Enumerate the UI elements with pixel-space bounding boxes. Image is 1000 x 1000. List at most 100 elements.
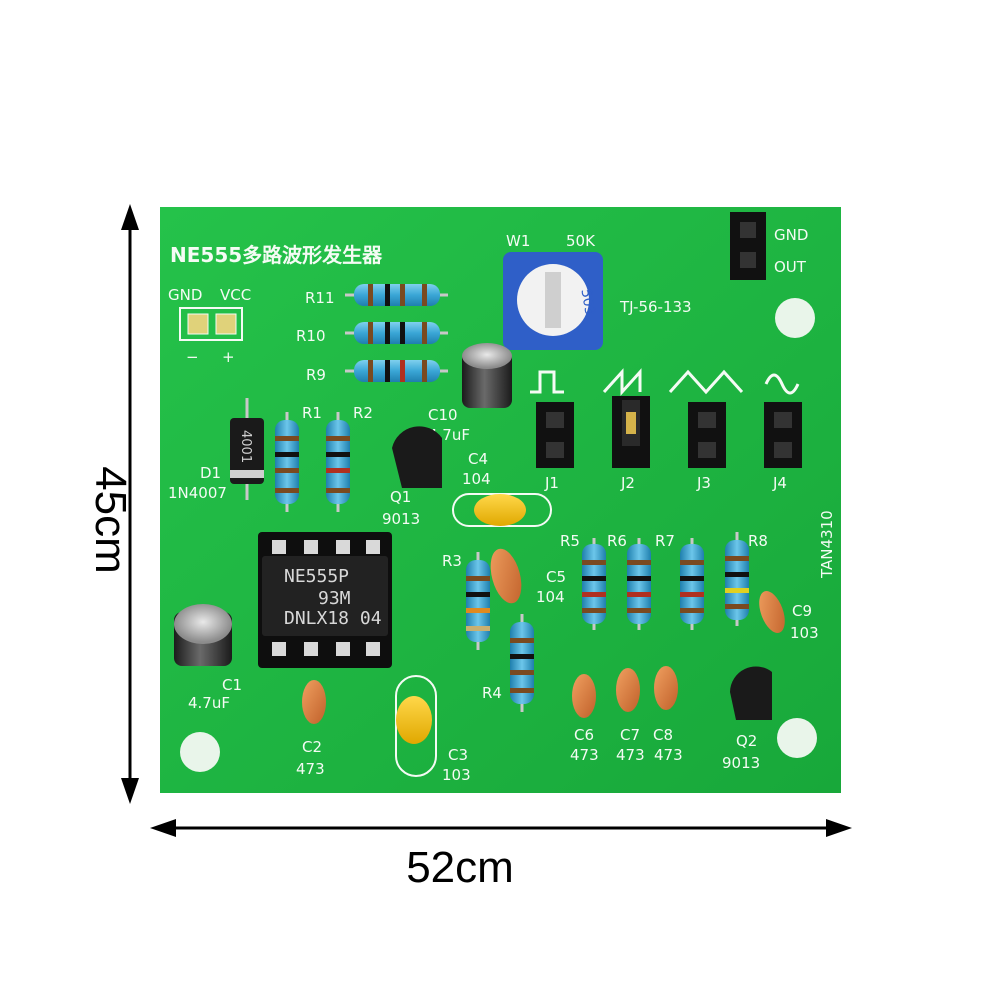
label-r2: R2	[353, 404, 373, 422]
capacitor-c8	[654, 666, 678, 710]
output-out-label: OUT	[774, 258, 807, 276]
power-plus-label: +	[222, 348, 235, 366]
board-title: NE555多路波形发生器	[170, 243, 383, 267]
pot-value-label: 50K	[566, 232, 596, 250]
resistor-r1	[275, 412, 299, 512]
triangle-wave-icon	[668, 369, 744, 395]
label-j3: J3	[696, 474, 711, 492]
label-c1-value: 4.7uF	[188, 694, 230, 712]
capacitor-c6	[572, 674, 596, 718]
potentiometer-w1: 503	[503, 252, 603, 350]
label-j4: J4	[772, 474, 787, 492]
resistor-r5	[582, 538, 606, 630]
label-r11: R11	[305, 289, 335, 307]
capacitor-c9	[759, 590, 785, 634]
sawtooth-wave-icon	[602, 368, 642, 396]
width-dimension-label: 52cm	[406, 843, 514, 892]
resistor-r8	[725, 532, 749, 626]
capacitor-c2	[302, 680, 326, 724]
label-d1-value: 1N4007	[168, 484, 227, 502]
capacitor-c5	[490, 548, 522, 604]
label-r9: R9	[306, 366, 326, 384]
label-c6: C6	[574, 726, 594, 744]
label-r8: R8	[748, 532, 768, 550]
resistor-r9	[345, 360, 448, 382]
label-q2-value: 9013	[722, 754, 760, 772]
label-q1-value: 9013	[382, 510, 420, 528]
pot-ref-label: W1	[506, 232, 530, 250]
resistor-r6	[627, 538, 651, 630]
label-c1: C1	[222, 676, 242, 694]
label-c10: C10	[428, 406, 458, 424]
resistor-r7	[680, 538, 704, 630]
label-c3: C3	[448, 746, 468, 764]
label-c2-value: 473	[296, 760, 325, 778]
output-header	[730, 212, 766, 280]
label-r4: R4	[482, 684, 502, 702]
label-c6-value: 473	[570, 746, 599, 764]
mount-hole	[775, 298, 815, 338]
label-r6: R6	[607, 532, 627, 550]
label-c7-value: 473	[616, 746, 645, 764]
label-c3-value: 103	[442, 766, 471, 784]
width-dimension-arrow	[150, 819, 852, 837]
label-r1: R1	[302, 404, 322, 422]
mount-hole	[180, 732, 220, 772]
capacitor-c1	[174, 604, 232, 666]
label-r10: R10	[296, 327, 326, 345]
label-d1: D1	[200, 464, 221, 482]
label-r5: R5	[560, 532, 580, 550]
power-vcc-label: VCC	[220, 286, 251, 304]
resistor-r4	[510, 614, 534, 712]
board-model: TJ-56-133	[619, 298, 692, 316]
power-terminal: GND VCC − +	[168, 286, 251, 366]
resistor-r11	[345, 284, 448, 306]
label-j1: J1	[544, 474, 559, 492]
capacitor-c4	[452, 493, 552, 527]
capacitor-c10	[462, 343, 512, 408]
jumper-j2[interactable]	[612, 396, 650, 468]
resistor-r2	[326, 412, 350, 512]
height-dimension-label: 45cm	[86, 466, 135, 574]
label-c5: C5	[546, 568, 566, 586]
transistor-q1	[392, 426, 442, 488]
sine-wave-icon	[764, 373, 800, 395]
capacitor-c3	[395, 675, 437, 777]
waveform-symbols	[530, 368, 800, 396]
label-c2: C2	[302, 738, 322, 756]
label-c4-value: 104	[462, 470, 491, 488]
ic-socket	[258, 532, 392, 668]
pot-code: 503	[577, 288, 597, 317]
label-q1: Q1	[390, 488, 411, 506]
resistor-r3	[466, 552, 490, 650]
jumper-j4[interactable]	[764, 402, 802, 468]
label-c9: C9	[792, 602, 812, 620]
jumper-j3[interactable]	[688, 402, 726, 468]
label-r7: R7	[655, 532, 675, 550]
square-wave-icon	[530, 370, 564, 394]
jumper-j1[interactable]	[536, 402, 574, 468]
power-gnd-label: GND	[168, 286, 202, 304]
board-side-code: TAN4310	[818, 510, 836, 579]
label-q2: Q2	[736, 732, 757, 750]
label-r3: R3	[442, 552, 462, 570]
capacitor-c7	[616, 668, 640, 712]
diode-d1: 4001	[230, 398, 264, 500]
mount-hole	[777, 718, 817, 758]
label-c9-value: 103	[790, 624, 819, 642]
label-c5-value: 104	[536, 588, 565, 606]
label-c8-value: 473	[654, 746, 683, 764]
transistor-q2	[730, 666, 772, 720]
ic-marking-line3: DNLX18 04	[284, 608, 382, 629]
output-gnd-label: GND	[774, 226, 808, 244]
label-j2: J2	[620, 474, 635, 492]
diode-body-marking: 4001	[238, 430, 253, 463]
ic-marking-line1: NE555P	[284, 566, 349, 587]
resistor-r10	[345, 322, 448, 344]
label-c8: C8	[653, 726, 673, 744]
label-c7: C7	[620, 726, 640, 744]
ic-marking-line2: 93M	[318, 588, 351, 609]
height-dimension-arrow	[121, 204, 139, 804]
power-minus-label: −	[186, 348, 199, 366]
